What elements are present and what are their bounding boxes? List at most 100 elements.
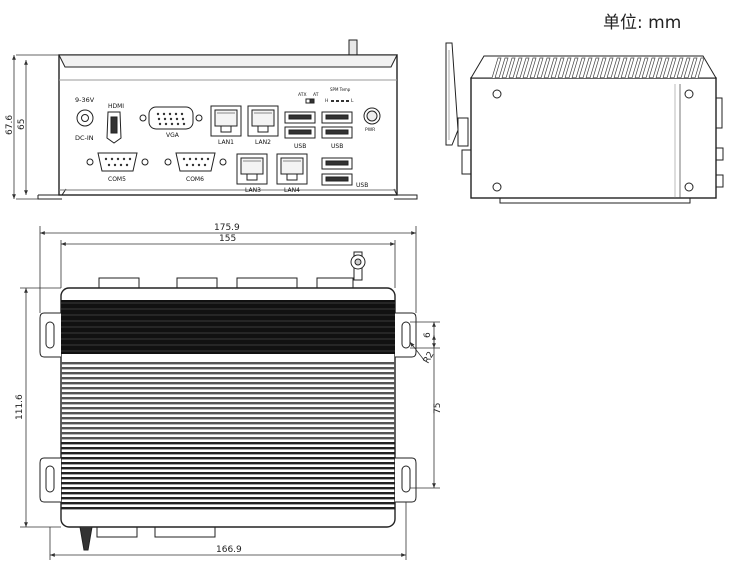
dim-total-width: 175.9 (214, 223, 240, 233)
fin (680, 57, 691, 79)
fin-stripe (61, 432, 395, 435)
fin-stripe (61, 492, 395, 495)
com5-port (97, 152, 138, 172)
bottom-heatsink-fins (61, 300, 395, 510)
front-top-bevel (58, 54, 398, 68)
fin-stripe (61, 457, 395, 460)
usb-label-c: USB (356, 182, 368, 189)
fin (505, 57, 516, 79)
fin (554, 57, 565, 79)
fin (547, 57, 558, 79)
lan2-label: LAN2 (255, 139, 271, 146)
dim-slot: 6 (423, 332, 433, 338)
fin-stripe (61, 452, 395, 455)
dim-hole-spacing: 75 (433, 403, 443, 414)
fin-stripe (61, 442, 395, 445)
mount-ear-right-top (395, 312, 417, 358)
fin-stripe (61, 392, 395, 395)
dc-in-jack (76, 109, 94, 127)
fin-stripe (61, 482, 395, 485)
usb-stack-a (284, 111, 316, 139)
usb-stack-c (321, 157, 353, 186)
antenna-stub (348, 39, 358, 57)
fin-stripe (61, 417, 395, 420)
fin-stripe (61, 427, 395, 430)
fin-stripe (61, 382, 395, 385)
side-body (470, 77, 717, 199)
fin-stripe (61, 462, 395, 465)
fin (659, 57, 670, 79)
side-screw (492, 89, 502, 99)
fin-stripe (61, 397, 395, 400)
mount-ear-left-top (39, 312, 61, 358)
dim-depth: 111.6 (15, 394, 25, 420)
fin-stripe (61, 362, 395, 365)
fin-stripe (61, 507, 395, 510)
front-dimensions (12, 54, 59, 200)
temp-led-bar (331, 100, 349, 102)
fin (603, 57, 614, 79)
fin (645, 57, 656, 79)
temp-label: SPM Temp (330, 87, 351, 92)
lan1-label: LAN1 (218, 139, 234, 146)
dim-hole-width: 166.9 (216, 545, 242, 555)
fin-stripe (61, 467, 395, 470)
side-antenna (445, 42, 459, 146)
hdmi-label: HDMI (108, 103, 124, 110)
fin-stripe (61, 447, 395, 450)
fin (694, 57, 705, 79)
unit-label: 单位: mm (603, 13, 682, 33)
lan1-port (210, 105, 242, 137)
fin (561, 57, 572, 79)
fin-stripe (61, 487, 395, 490)
fin-stripe (61, 372, 395, 375)
usb-label-a: USB (294, 143, 306, 150)
fin (491, 57, 502, 79)
fin (638, 57, 649, 79)
usb-label-b: USB (331, 143, 343, 150)
temp-l-label: L (351, 98, 354, 104)
lan3-label: LAN3 (245, 187, 261, 194)
fin-stripe (61, 402, 395, 405)
power-label-bottom: DC-IN (75, 134, 94, 142)
com6-label: COM6 (186, 176, 204, 183)
fin (526, 57, 537, 79)
at-label: AT (313, 92, 319, 98)
fin-stripe (61, 497, 395, 500)
fin (575, 57, 586, 79)
lan4-label: LAN4 (284, 187, 300, 194)
side-view (445, 42, 724, 204)
vga-label: VGA (166, 132, 180, 139)
fin-stripe (61, 407, 395, 410)
fin-stripe (61, 477, 395, 480)
fin-stripe (61, 472, 395, 475)
fin (596, 57, 607, 79)
fin (624, 57, 635, 79)
fin (687, 57, 698, 79)
atx-label: ATX (298, 92, 307, 98)
mount-ear-right-bottom (395, 457, 417, 503)
fin-stripe (61, 437, 395, 440)
fin (631, 57, 642, 79)
power-button (363, 107, 381, 125)
fin (568, 57, 579, 79)
com6-port (175, 152, 216, 172)
mount-ear-left-bottom (39, 457, 61, 503)
fin-stripe (61, 377, 395, 380)
bottom-view (39, 251, 417, 551)
fin (498, 57, 509, 79)
fin (617, 57, 628, 79)
fin (652, 57, 663, 79)
bottom-dimensions (20, 226, 440, 560)
fin (540, 57, 551, 79)
fin-stripe (61, 412, 395, 415)
power-label-top: 9-36V (75, 96, 95, 104)
fin (610, 57, 621, 79)
power-button-label: PWR (365, 127, 375, 133)
fin (673, 57, 684, 79)
dim-height-outer: 67.6 (5, 115, 15, 135)
bottom-connector-pin (79, 526, 93, 551)
fin-stripe (61, 422, 395, 425)
lan2-port (247, 105, 279, 137)
